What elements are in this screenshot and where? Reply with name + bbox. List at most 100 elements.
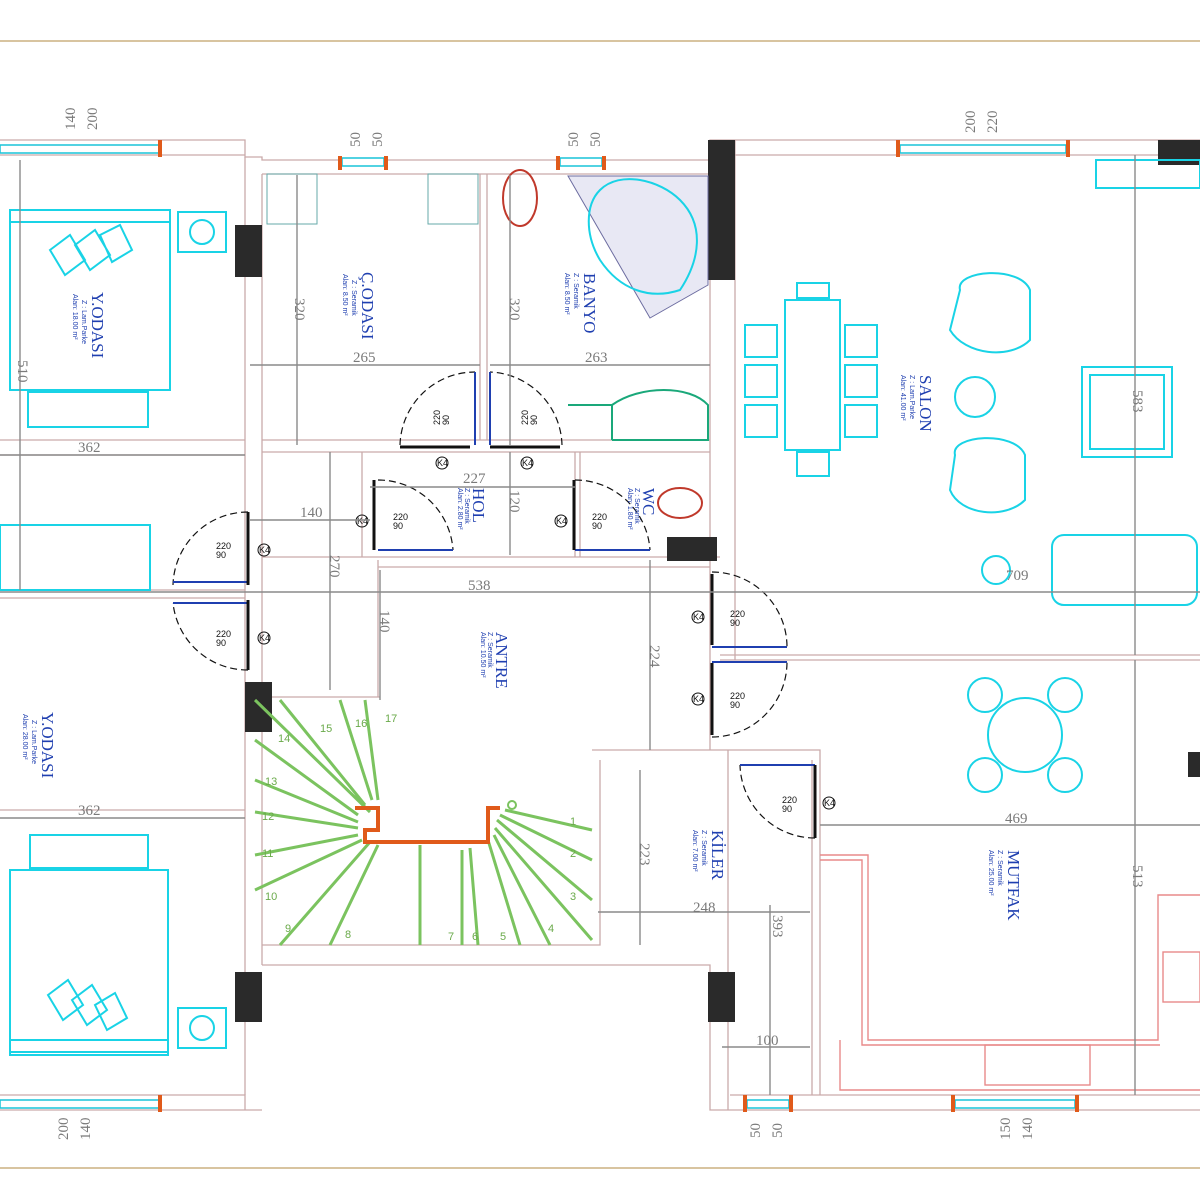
plan-mark: Y.ODASI <box>38 712 57 779</box>
plan-mark <box>341 157 385 167</box>
nightstand <box>177 211 227 253</box>
plan-mark <box>587 178 698 295</box>
plan-mark: 220 <box>730 691 745 701</box>
plan-mark <box>1047 677 1083 713</box>
plan-mark: 220 <box>520 410 530 425</box>
dimension-label: 362 <box>78 440 101 456</box>
plan-mark <box>1158 140 1200 165</box>
sofa <box>1051 534 1198 606</box>
plan-mark <box>1047 757 1083 793</box>
plan-mark <box>0 144 161 154</box>
stair-number: 12 <box>262 811 274 823</box>
plan-mark <box>691 692 705 706</box>
plan-mark: Y.ODASI <box>88 292 107 359</box>
plan-mark <box>711 571 788 648</box>
plan-mark <box>9 209 171 223</box>
plan-mark <box>253 698 594 946</box>
plan-mark <box>262 439 720 568</box>
plan-mark <box>556 156 560 170</box>
window-label: 50 <box>588 132 604 147</box>
plan-mark: K4 <box>693 612 704 622</box>
plan-mark <box>796 282 830 299</box>
sink <box>568 389 709 441</box>
plan-mark: Alan: 2.80 m² <box>456 488 463 530</box>
dimension-label: 583 <box>1129 390 1145 413</box>
plan-mark <box>559 157 603 167</box>
plan-mark: K4 <box>556 516 567 526</box>
plan-mark: 90 <box>393 521 403 531</box>
stair-number: 10 <box>265 891 277 903</box>
plan-mark <box>172 511 249 586</box>
plan-mark <box>1075 1095 1079 1112</box>
dimension-label: 709 <box>1006 568 1029 584</box>
plan-mark: Alan: 8.50 m² <box>563 273 570 315</box>
dimension-label: 120 <box>506 490 522 513</box>
plan-mark <box>266 173 318 225</box>
plan-mark <box>507 800 517 810</box>
wc-toilet <box>657 487 703 519</box>
coffee-table <box>1081 366 1173 458</box>
stair-number: 7 <box>448 931 454 943</box>
lamp <box>981 555 1011 585</box>
plan-mark: 90 <box>441 415 451 425</box>
plan-mark <box>48 223 134 277</box>
window-label: 150 <box>998 1118 1014 1141</box>
plan-mark <box>189 219 215 245</box>
dimension-label: 469 <box>1005 811 1028 827</box>
plan-mark: 220 <box>432 410 442 425</box>
plan-mark <box>822 796 836 810</box>
staircase: 1 2 3 4 5 6 7 8 9 10 11 12 13 14 15 16 1… <box>253 698 594 946</box>
dimension-label: 513 <box>1129 865 1145 888</box>
dimension-label: 223 <box>636 843 652 866</box>
plan-mark <box>427 173 479 225</box>
window-label: 50 <box>748 1123 764 1138</box>
bathtub <box>567 175 709 319</box>
stair-number: 2 <box>570 848 576 860</box>
plan-mark: 220 <box>216 629 231 639</box>
plan-mark: WC <box>639 488 658 515</box>
plan-mark <box>262 560 380 698</box>
plan-mark <box>744 404 778 438</box>
dimension-label: 362 <box>78 803 101 819</box>
plan-mark: 220 <box>393 512 408 522</box>
plan-mark: SALON <box>916 375 935 432</box>
dimension-label: 140 <box>300 505 323 521</box>
plan-mark <box>399 371 476 446</box>
kitchen-table <box>987 697 1063 773</box>
plan-mark: 220 <box>592 512 607 522</box>
plan-mark <box>844 364 878 398</box>
stove <box>1162 951 1200 1003</box>
dimension-label: 320 <box>506 298 522 321</box>
dimension-label: 263 <box>585 350 608 366</box>
stair-number: 13 <box>265 776 277 788</box>
plan-mark <box>0 139 1200 175</box>
window-label: 140 <box>78 1118 94 1141</box>
window-label: 50 <box>566 132 582 147</box>
plan-mark <box>951 1095 955 1112</box>
plan-mark: Alan: 1.80 m² <box>626 488 633 530</box>
plan-mark <box>257 456 836 810</box>
stair-number: 17 <box>385 713 397 725</box>
plan-mark <box>711 661 788 738</box>
doors <box>172 371 817 839</box>
plan-mark: 90 <box>730 700 740 710</box>
plan-mark: MUTFAK <box>1004 850 1023 921</box>
wardrobe <box>0 524 151 591</box>
plan-mark: 90 <box>529 415 539 425</box>
plan-mark <box>708 972 735 1022</box>
plan-mark: Z : Seramik <box>700 830 707 866</box>
plan-mark <box>554 514 568 528</box>
tv-unit <box>1095 159 1200 189</box>
